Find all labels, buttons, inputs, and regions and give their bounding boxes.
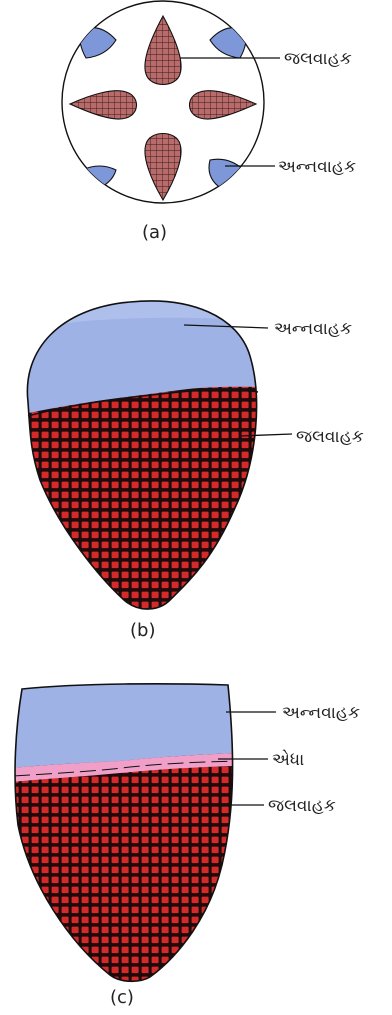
- figure-b-diagram: અન્નવાહક જલવાહક (b): [0, 280, 392, 650]
- phloem-label-a: અન્નવાહક: [278, 157, 356, 177]
- caption-b: (b): [130, 620, 155, 641]
- figure-c: અન્નવાહક એધા જલવાહક (c): [0, 665, 392, 1015]
- figure-c-diagram: અન્નવાહક એધા જલવાહક (c): [0, 665, 392, 1015]
- cambium-label-c: એધા: [272, 749, 304, 770]
- xylem-label-b: જલવાહક: [296, 427, 364, 447]
- phloem-label-c: અન્નવાહક: [282, 703, 360, 723]
- xylem-label-a: જલવાહક: [284, 49, 352, 69]
- figure-a-diagram: જલવાહક અન્નવાહક (a): [0, 0, 392, 250]
- phloem-label-b: અન્નવાહક: [274, 319, 352, 339]
- figure-b: અન્નવાહક જલવાહક (b): [0, 280, 392, 650]
- caption-a: (a): [142, 222, 167, 243]
- figure-a: જલવાહક અન્નવાહક (a): [0, 0, 392, 250]
- caption-c: (c): [110, 987, 134, 1008]
- xylem-label-c: જલવાહક: [268, 796, 336, 816]
